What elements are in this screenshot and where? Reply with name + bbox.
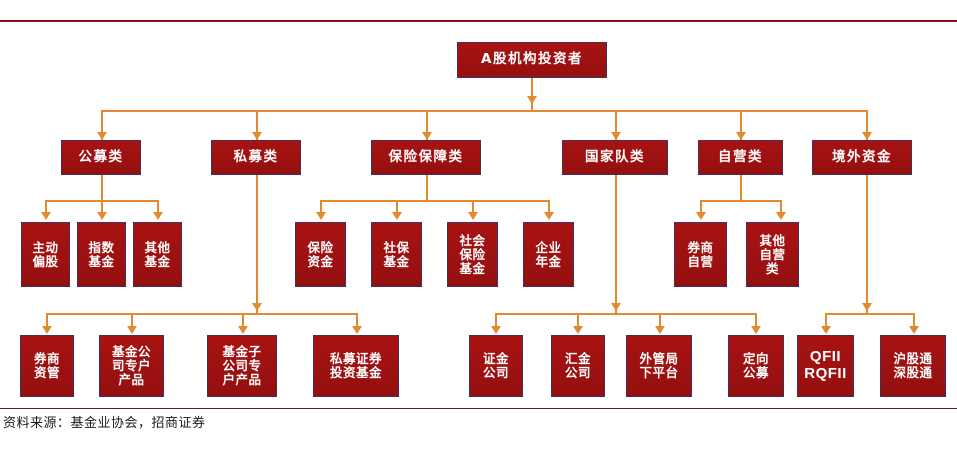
connector-public-c2 bbox=[101, 200, 103, 218]
node-fund-subsidiary-special-account: 基金子 公司专 户产品 bbox=[207, 335, 277, 397]
connector-national-c4 bbox=[755, 313, 757, 331]
arrow-overseas-c1 bbox=[821, 326, 831, 334]
arrow-prop-c2 bbox=[776, 212, 786, 220]
source-note: 资料来源：基金业协会，招商证券 bbox=[3, 416, 206, 431]
arrow-drop-public bbox=[97, 132, 107, 140]
connector-insurance-c2 bbox=[396, 200, 398, 218]
node-social-insurance-fund: 社会 保险 基金 bbox=[447, 222, 498, 287]
node-category-prop: 自营类 bbox=[698, 140, 783, 175]
connector-national-c2 bbox=[577, 313, 579, 331]
node-category-private: 私募类 bbox=[211, 140, 301, 175]
connector-prop-stem bbox=[740, 175, 742, 201]
connector-drop-private bbox=[256, 110, 258, 140]
arrow-private-c3 bbox=[238, 326, 248, 334]
arrow-drop-insurance bbox=[422, 132, 432, 140]
node-central-huijin: 汇金 公司 bbox=[551, 335, 605, 397]
node-china-securities-finance: 证金 公司 bbox=[469, 335, 523, 397]
connector-national-bus bbox=[495, 313, 755, 315]
connector-drop-prop bbox=[740, 110, 742, 140]
connector-private-bus bbox=[46, 313, 356, 315]
node-other-proprietary: 其他 自营 类 bbox=[746, 222, 799, 287]
connector-main-bus bbox=[101, 110, 866, 112]
arrow-insurance-c2 bbox=[392, 212, 402, 220]
connector-overseas-c2 bbox=[913, 313, 915, 331]
node-safe-platform: 外管局 下平台 bbox=[626, 335, 692, 397]
connector-drop-national bbox=[615, 110, 617, 140]
connector-prop-bus bbox=[700, 200, 780, 202]
connector-insurance-c4 bbox=[548, 200, 550, 218]
node-category-insurance: 保险保障类 bbox=[371, 140, 481, 175]
connector-insurance-stem bbox=[426, 175, 428, 201]
arrow-private-c1 bbox=[42, 326, 52, 334]
connector-overseas-bus bbox=[825, 313, 915, 315]
connector-national-c1 bbox=[495, 313, 497, 331]
node-private-securities-fund: 私募证券 投资基金 bbox=[313, 335, 399, 397]
connector-private-stem bbox=[256, 175, 258, 313]
connector-drop-public bbox=[101, 110, 103, 140]
node-public-other-fund: 其他 基金 bbox=[133, 222, 182, 287]
arrow-insurance-c1 bbox=[316, 212, 326, 220]
arrow-public-c2 bbox=[97, 212, 107, 220]
connector-drop-insurance bbox=[426, 110, 428, 140]
node-broker-asset-mgmt: 券商 资管 bbox=[20, 335, 74, 397]
top-divider-rule bbox=[0, 20, 957, 22]
arrow-prop-c1 bbox=[696, 212, 706, 220]
connector-overseas-stem bbox=[866, 175, 868, 313]
connector-public-c1 bbox=[45, 200, 47, 218]
arrow-drop-private bbox=[252, 132, 262, 140]
connector-prop-c1 bbox=[700, 200, 702, 218]
arrow-insurance-c3 bbox=[468, 212, 478, 220]
node-qfii-rqfii: QFII RQFII bbox=[797, 335, 854, 397]
connector-national-stem bbox=[615, 175, 617, 313]
node-enterprise-annuity: 企业 年金 bbox=[523, 222, 574, 287]
arrow-private-stem bbox=[252, 303, 262, 311]
connector-public-c3 bbox=[157, 200, 159, 218]
arrow-national-c2 bbox=[573, 326, 583, 334]
node-broker-proprietary: 券商 自营 bbox=[674, 222, 727, 287]
arrow-public-c3 bbox=[153, 212, 163, 220]
node-stock-connect: 沪股通 深股通 bbox=[880, 335, 946, 397]
arrow-national-c4 bbox=[751, 326, 761, 334]
connector-insurance-c1 bbox=[320, 200, 322, 218]
connector-insurance-bus bbox=[320, 200, 550, 202]
node-category-overseas: 境外资金 bbox=[812, 140, 912, 175]
connector-private-c3 bbox=[242, 313, 244, 331]
connector-overseas-c1 bbox=[825, 313, 827, 331]
arrow-national-c3 bbox=[655, 326, 665, 334]
arrow-private-c2 bbox=[127, 326, 137, 334]
arrow-national-stem bbox=[611, 303, 621, 311]
node-targeted-public-fund: 定向 公募 bbox=[728, 335, 784, 397]
connector-private-c2 bbox=[131, 313, 133, 331]
connector-insurance-c3 bbox=[472, 200, 474, 218]
node-social-security-fund: 社保 基金 bbox=[371, 222, 422, 287]
arrow-private-c4 bbox=[352, 326, 362, 334]
node-fund-company-special-account: 基金公 司专户 产品 bbox=[99, 335, 164, 397]
connector-drop-overseas bbox=[866, 110, 868, 140]
arrow-national-c1 bbox=[491, 326, 501, 334]
bottom-divider-rule bbox=[0, 408, 957, 409]
arrow-drop-prop bbox=[736, 132, 746, 140]
arrow-overseas-stem bbox=[862, 303, 872, 311]
arrow-drop-overseas bbox=[862, 132, 872, 140]
arrow-overseas-c2 bbox=[909, 326, 919, 334]
connector-prop-c2 bbox=[780, 200, 782, 218]
connector-public-stem bbox=[101, 175, 103, 201]
node-category-public: 公募类 bbox=[61, 140, 141, 175]
arrow-insurance-c4 bbox=[544, 212, 554, 220]
node-public-index-fund: 指数 基金 bbox=[77, 222, 126, 287]
arrow-drop-national bbox=[611, 132, 621, 140]
connector-private-c1 bbox=[46, 313, 48, 331]
node-root: A股机构投资者 bbox=[457, 42, 607, 78]
node-insurance-capital: 保险 资金 bbox=[295, 222, 346, 287]
node-public-active-equity: 主动 偏股 bbox=[21, 222, 70, 287]
arrow-public-c1 bbox=[41, 212, 51, 220]
connector-private-c4 bbox=[356, 313, 358, 331]
node-category-national: 国家队类 bbox=[562, 140, 668, 175]
connector-root-stem bbox=[531, 78, 533, 110]
arrow-root-stem bbox=[527, 96, 537, 104]
connector-national-c3 bbox=[659, 313, 661, 331]
